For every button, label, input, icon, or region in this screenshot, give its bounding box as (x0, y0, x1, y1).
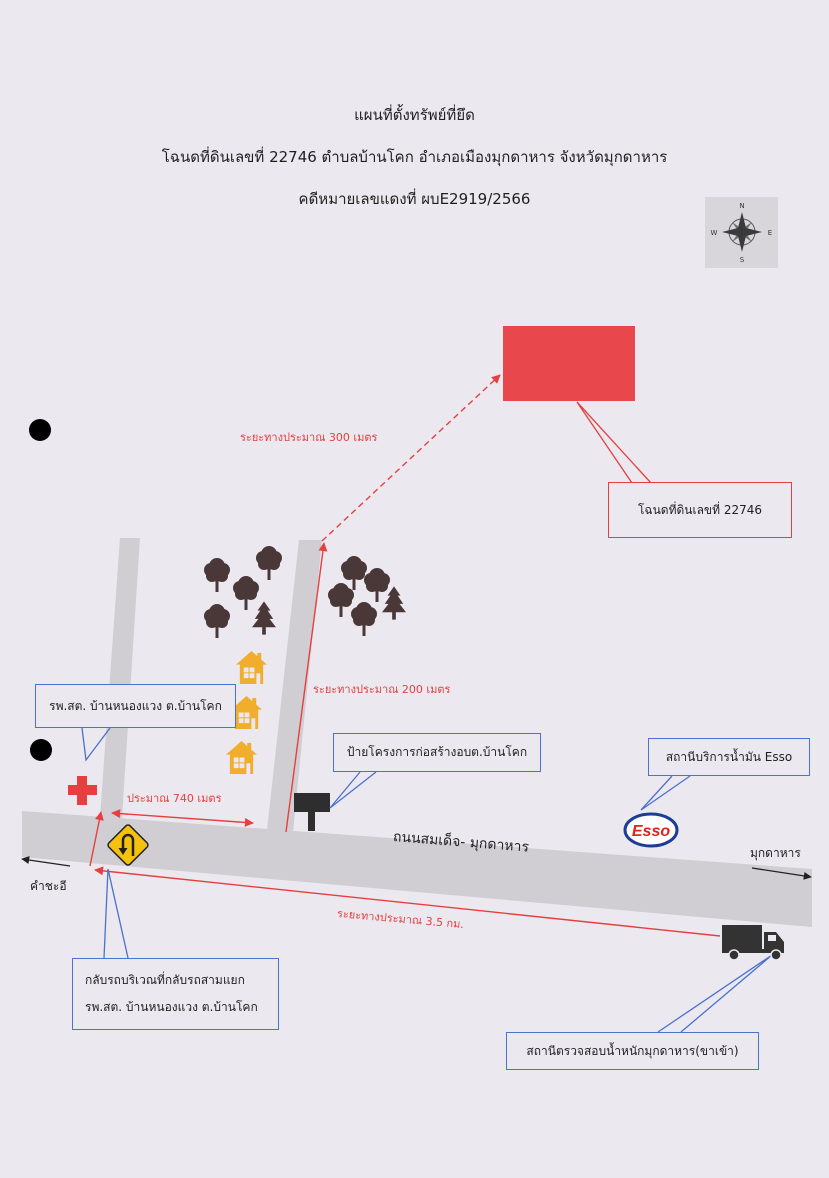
tree-icon (233, 576, 259, 610)
callout-gas-station-text: สถานีบริการน้ำมัน Esso (665, 749, 793, 764)
land-parcel-marker (503, 326, 635, 401)
callout-tail-u-turn (103, 868, 129, 959)
route-arrow-side-road (285, 542, 328, 833)
route-arrow-main-road (94, 866, 721, 937)
side-road-west (100, 538, 140, 818)
tree-icon (204, 604, 230, 638)
house-icon (235, 651, 268, 684)
u-turn-sign-icon (107, 824, 149, 866)
callout-u-turn-line1: กลับรถบริเวณที่กลับรถสามแยก (85, 973, 245, 987)
callout-health-center: รพ.สต. บ้านหนองแวง ต.บ้านโคก (35, 684, 236, 728)
side-road-to-parcel (267, 540, 322, 832)
callout-tail-health-center (81, 727, 111, 762)
callout-u-turn: กลับรถบริเวณที่กลับรถสามแยก รพ.สต. บ้านห… (72, 958, 279, 1030)
house-icon (225, 741, 258, 774)
distance-label-side-road: ระยะทางประมาณ 200 เมตร (313, 683, 451, 696)
tree-icon (351, 602, 377, 636)
callout-parcel-text: โฉนดที่ดินเลขที่ 22746 (637, 502, 763, 517)
distance-label-junction: ประมาณ 740 เมตร (127, 792, 222, 805)
map-title: แผนที่ตั้งทรัพย์ที่ยึด (354, 106, 475, 124)
direction-arrow-west (21, 856, 71, 867)
deed-location-title: โฉนดที่ดินเลขที่ 22746 ตำบลบ้านโคก อำเภอ… (161, 148, 668, 166)
hole-punch (30, 739, 52, 761)
esso-logo-text: Esso (632, 823, 670, 840)
callout-tail-gas-station (640, 775, 691, 811)
compass-south-label: S (740, 256, 745, 264)
distance-label-to-parcel: ระยะทางประมาณ 300 เมตร (240, 431, 378, 444)
callout-weigh-station: สถานีตรวจสอบน้ำหนักมุกดาหาร(ขาเข้า) (506, 1032, 759, 1070)
main-road (22, 811, 812, 927)
pine-tree-icon (252, 601, 276, 635)
callout-health-center-text: รพ.สต. บ้านหนองแวง ต.บ้านโคก (49, 698, 222, 713)
compass-north-label: N (739, 202, 744, 210)
tree-icon (328, 583, 354, 617)
signboard-icon (294, 793, 330, 831)
direction-label-west: คำชะอี (30, 879, 67, 893)
callout-project-sign-text: ป้ายโครงการก่อสร้างอบต.บ้านโคก (346, 745, 528, 759)
callout-parcel: โฉนดที่ดินเลขที่ 22746 (608, 482, 792, 538)
direction-label-east: มุกดาหาร (750, 846, 801, 860)
compass-west-label: W (711, 229, 718, 237)
pine-tree-icon (382, 586, 406, 620)
esso-logo: Esso (623, 812, 679, 848)
callout-u-turn-line2: รพ.สต. บ้านหนองแวง ต.บ้านโคก (85, 1000, 258, 1014)
tree-cluster-west (204, 546, 282, 638)
tree-icon (256, 546, 282, 580)
tree-cluster-east (328, 556, 406, 636)
red-cross-icon (68, 776, 97, 805)
callout-tail-weigh-station (657, 954, 773, 1033)
callout-weigh-station-text: สถานีตรวจสอบน้ำหนักมุกดาหาร(ขาเข้า) (526, 1043, 739, 1058)
compass-rose-icon: N S W E (705, 197, 778, 268)
callout-tail-parcel (576, 401, 652, 484)
tree-icon (204, 558, 230, 592)
hole-punch (29, 419, 51, 441)
route-arrow-junction (111, 809, 254, 827)
route-arrow-to-parcel (321, 374, 501, 542)
case-number-title: คดีหมายเลขแดงที่ ผบE2919/2566 (298, 190, 531, 208)
callout-gas-station: สถานีบริการน้ำมัน Esso (648, 738, 810, 776)
compass-east-label: E (768, 229, 772, 237)
truck-icon (722, 925, 784, 961)
callout-tail-project-sign (329, 771, 377, 809)
callout-project-sign: ป้ายโครงการก่อสร้างอบต.บ้านโคก (333, 733, 541, 772)
route-arrow-u-turn (89, 811, 104, 867)
direction-arrow-east (751, 867, 812, 880)
tree-icon (364, 568, 390, 602)
